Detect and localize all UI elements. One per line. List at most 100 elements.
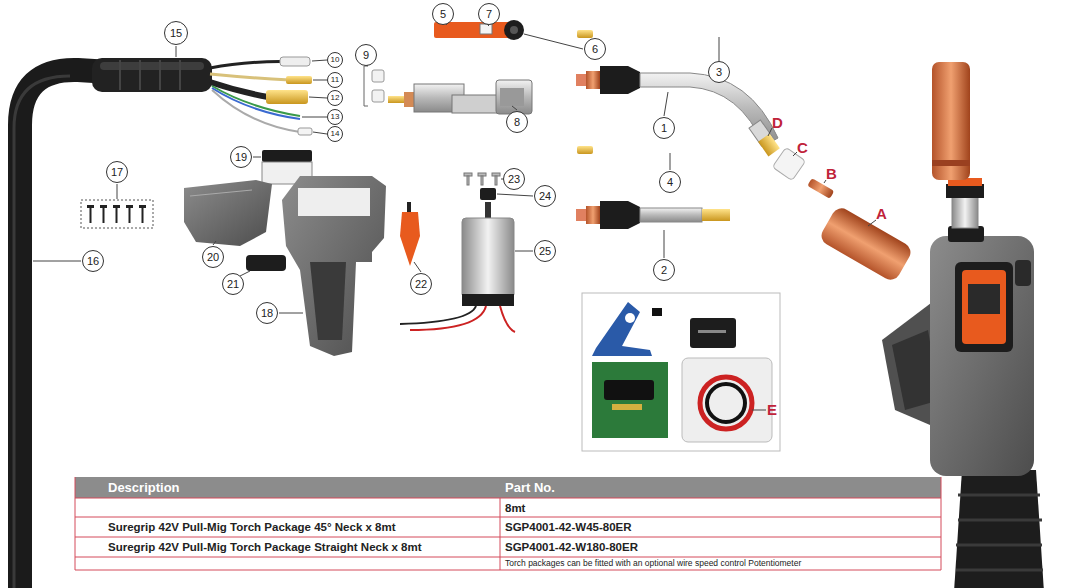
screw-set-part-part	[100, 205, 107, 208]
liner-part	[577, 30, 593, 38]
leader-line-part	[302, 117, 327, 118]
accessory-kit-part	[604, 380, 654, 400]
screw-set-part	[81, 200, 153, 228]
leader-line-part	[240, 271, 250, 276]
straight-neck-part	[576, 209, 586, 221]
leader-line-part	[824, 180, 826, 183]
assembled-torch-part	[962, 270, 1006, 344]
screw-set-part	[87, 205, 146, 223]
callout-number: 7	[486, 9, 492, 20]
assembled-torch-part-part	[958, 494, 1040, 497]
callout-circle: 3	[708, 61, 730, 83]
screw-set-part-part	[129, 208, 131, 223]
callout-number: 3	[716, 67, 722, 78]
table-cell: SGP4001-42-W45-80ER	[505, 521, 632, 534]
liner-part	[592, 32, 818, 36]
handle-grip-part	[282, 176, 386, 356]
assembled-torch-part	[932, 160, 970, 166]
liner	[577, 146, 728, 154]
motor-part	[410, 306, 486, 330]
motor	[400, 202, 515, 332]
table-cell: Suregrip 42V Pull-Mig Torch Package Stra…	[108, 541, 422, 554]
callout-circle: 18	[256, 302, 278, 324]
screw-set-part-part	[142, 208, 144, 223]
handle-grip-part	[298, 188, 370, 216]
handle-cover-part	[190, 190, 252, 196]
screw-set-part-part	[103, 208, 105, 223]
callout-circle: 22	[410, 273, 432, 295]
callout-number: 15	[170, 28, 182, 39]
leader-line-part	[414, 262, 421, 272]
insulator-pair-part	[364, 66, 368, 106]
assembled-torch-part	[930, 236, 1034, 476]
gear-part	[480, 188, 496, 200]
trigger-part	[400, 212, 420, 266]
parts-table-part-part	[941, 477, 942, 570]
callout-number: 25	[539, 246, 551, 257]
callout-circle: 6	[584, 38, 606, 60]
feed-block-part	[500, 88, 524, 106]
table-cell: 8mt	[505, 502, 525, 515]
callout-circle: 24	[534, 185, 556, 207]
leader-line-part	[664, 92, 668, 116]
liner-part	[592, 148, 728, 152]
callout-number: 11	[331, 76, 339, 84]
cable-connector-part	[179, 60, 181, 90]
cable-connector-part	[159, 60, 161, 90]
leader-line-part	[719, 37, 720, 61]
assembled-torch-part-part	[956, 544, 1042, 547]
wire-set-part	[212, 90, 300, 132]
parts-table-part-part	[75, 537, 941, 538]
assembled-torch	[882, 62, 1044, 588]
callout-number: 13	[331, 113, 340, 121]
leader-line-part	[253, 157, 261, 158]
assembled-torch-part	[954, 470, 1044, 588]
callout-number: 20	[207, 252, 219, 263]
callout-number: 6	[592, 44, 598, 55]
table-header: Description	[108, 481, 180, 495]
cable-hose-part	[14, 76, 70, 588]
callout-number: 5	[440, 9, 446, 20]
leader-line-part	[176, 46, 177, 57]
leader-line-part	[313, 132, 327, 134]
accessory-kit-part	[582, 293, 780, 451]
swan-neck	[576, 66, 780, 156]
parts-table-part-part	[75, 517, 941, 518]
callout-number: 19	[235, 152, 247, 163]
leader-line-part	[313, 80, 327, 81]
leader-line-part	[497, 194, 533, 196]
feed-block-part	[452, 95, 502, 113]
parts-table-part-part	[75, 477, 76, 570]
leader-line-part	[768, 128, 772, 136]
swan-neck-part	[576, 74, 586, 86]
cable-connector-part	[119, 60, 121, 90]
gear	[480, 188, 496, 200]
part-letter: E	[767, 402, 777, 419]
accessory-kit	[582, 293, 780, 451]
straight-neck-part	[600, 201, 640, 229]
callout-circle: 20	[202, 246, 224, 268]
switch-cover-part	[262, 150, 312, 162]
leader-line-part	[524, 34, 583, 49]
straight-neck	[576, 201, 730, 229]
callout-number: 22	[415, 279, 427, 290]
swan-neck-part	[600, 66, 640, 94]
motor-part	[400, 306, 476, 324]
parts-table-part-part	[500, 498, 501, 570]
wire-set-part	[212, 88, 300, 119]
insulator-pair	[364, 66, 384, 106]
pressure-arm-part	[480, 24, 492, 34]
assembled-torch-part	[1015, 260, 1031, 286]
callout-circle: 23	[503, 168, 525, 190]
cable-hose	[14, 70, 110, 588]
callout-circle: 4	[659, 171, 681, 193]
nozzle	[818, 205, 914, 284]
clip	[246, 255, 286, 271]
wire-set-part	[210, 74, 290, 80]
handle-cover-part	[184, 180, 272, 246]
callout-circle: 9	[355, 44, 377, 66]
wire-set	[210, 57, 312, 135]
handle-grip	[282, 176, 386, 356]
wire-set-part	[286, 76, 312, 84]
